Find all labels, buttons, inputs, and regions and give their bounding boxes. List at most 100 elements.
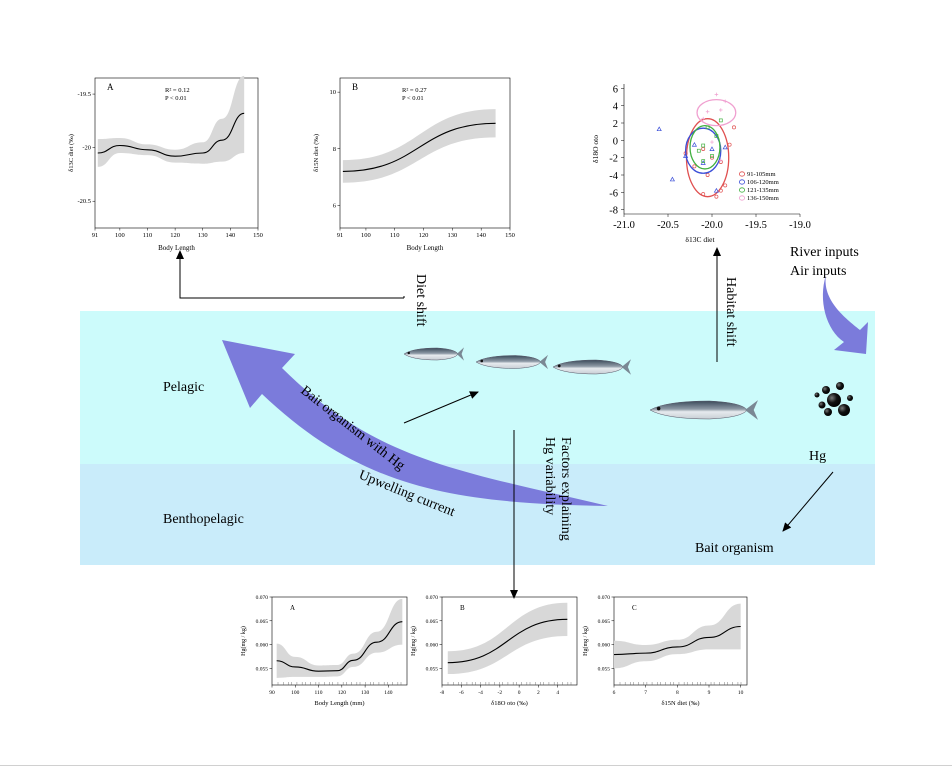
data-point — [723, 183, 728, 188]
bait-to-fish-arrow — [403, 391, 479, 424]
x-tick-label: 91 — [92, 232, 99, 239]
x-tick-label: 10 — [738, 690, 744, 696]
legend-label: 91-105mm — [747, 171, 776, 178]
y-tick-label: -4 — [609, 171, 618, 182]
hg-label: Hg — [809, 449, 826, 464]
data-point — [714, 194, 719, 199]
y-tick-label: 0.060 — [426, 643, 439, 649]
x-tick-label: 120 — [338, 690, 347, 696]
x-tick-label: -19.0 — [789, 220, 811, 231]
y-axis-label: Hg(mg / kg) — [240, 626, 247, 656]
panel-letter: B — [352, 82, 358, 92]
confidence-band — [276, 598, 403, 678]
confidence-band — [97, 75, 245, 167]
legend-label: 121-135mm — [747, 187, 779, 194]
diet-shift-connector — [176, 250, 404, 299]
y-tick-label: 8 — [333, 146, 336, 153]
y-tick-label: -20 — [82, 145, 91, 152]
y-tick-label: 0.055 — [256, 666, 269, 672]
bait-upwelling-arrow — [222, 340, 608, 506]
y-tick-label: 0.070 — [256, 595, 269, 601]
fit-line — [97, 112, 245, 157]
x-tick-label: 7 — [644, 690, 647, 696]
pelagic-label: Pelagic — [163, 380, 204, 395]
x-tick-label: 91 — [337, 232, 344, 239]
fit-line — [276, 621, 403, 672]
confidence-band — [447, 602, 568, 675]
data-point — [709, 146, 715, 151]
data-point — [732, 125, 736, 130]
y-axis-label: δ15N diet (‰) — [313, 134, 320, 172]
y-tick-label: 0.065 — [256, 619, 269, 625]
y-tick-label: -2 — [609, 154, 618, 165]
hg-to-bait-arrow — [782, 471, 834, 532]
data-point — [669, 176, 675, 182]
y-tick-label: 4 — [613, 102, 619, 113]
legend-label: 106-120mm — [747, 179, 779, 186]
fish-icon — [649, 400, 758, 420]
y-tick-label: 10 — [330, 89, 337, 96]
x-tick-label: -2 — [498, 690, 503, 696]
data-point — [723, 99, 727, 104]
legend-swatch — [739, 179, 746, 185]
x-axis-label: Body Length (mm) — [314, 700, 364, 707]
y-tick-label: 0.070 — [598, 595, 611, 601]
stat-annotation: P < 0.01 — [402, 95, 424, 102]
habitat-shift-label: Habitat shift — [723, 277, 738, 347]
series-ellipse — [696, 98, 737, 127]
y-tick-label: -8 — [609, 206, 618, 217]
data-point — [683, 153, 689, 158]
benthopelagic-label: Benthopelagic — [163, 512, 244, 527]
x-axis-label: δ13C diet — [685, 235, 715, 244]
x-tick-label: 130 — [361, 690, 370, 696]
series-ellipse — [685, 118, 730, 198]
fit-line — [342, 122, 496, 172]
series-121-135mm: 121-135mm — [689, 118, 779, 194]
y-tick-label: 6 — [613, 84, 618, 95]
x-tick-label: -21.0 — [613, 220, 635, 231]
data-point — [692, 164, 697, 169]
factors-label-line2: Hg variability — [542, 437, 557, 515]
data-point — [701, 143, 706, 148]
plot-frame — [441, 596, 578, 686]
y-tick-label: 0.065 — [426, 619, 439, 625]
diet-shift-label: Diet shift — [413, 274, 428, 327]
legend-label: 136-150mm — [747, 195, 779, 202]
x-tick-label: 100 — [291, 690, 300, 696]
confidence-band — [342, 109, 496, 183]
y-tick-label: 0.070 — [426, 595, 439, 601]
series-ellipse — [689, 124, 721, 170]
y-tick-label: 0.055 — [598, 666, 611, 672]
x-tick-label: -19.5 — [745, 220, 767, 231]
panel-letter: B — [460, 604, 465, 612]
data-point — [714, 92, 719, 97]
data-point — [719, 158, 723, 163]
x-tick-label: 8 — [676, 690, 679, 696]
air-inputs-label: Air inputs — [790, 264, 846, 279]
x-tick-label: 140 — [476, 232, 486, 239]
x-tick-label: 140 — [384, 690, 393, 696]
panel-letter: A — [290, 604, 295, 612]
x-tick-label: 110 — [315, 690, 323, 696]
stat-annotation: P < 0.01 — [165, 95, 187, 102]
stat-annotation: R² = 0.27 — [402, 87, 427, 94]
x-tick-label: 150 — [505, 232, 515, 239]
x-tick-label: 150 — [253, 232, 263, 239]
fish-icon — [403, 347, 464, 361]
factors-label-line1: Factors explaining — [558, 437, 573, 541]
y-tick-label: 0.060 — [598, 643, 611, 649]
x-tick-label: 120 — [170, 232, 180, 239]
data-point — [722, 144, 728, 150]
legend-swatch — [739, 195, 746, 201]
x-tick-label: -8 — [440, 690, 445, 696]
bait-organism-label: Bait organism — [695, 541, 774, 556]
river-inputs-label: River inputs — [790, 245, 859, 260]
confidence-band — [614, 603, 741, 669]
x-tick-label: 140 — [225, 232, 235, 239]
bottom-rule — [0, 765, 952, 766]
